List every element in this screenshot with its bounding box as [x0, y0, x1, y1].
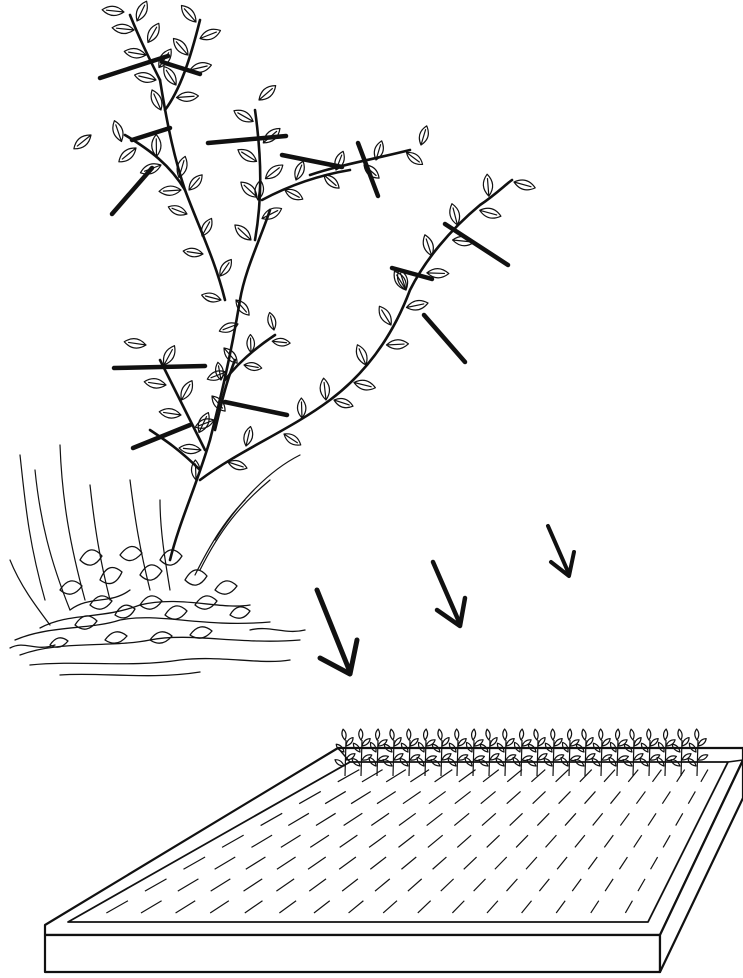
leaf	[201, 291, 222, 304]
leaf	[232, 107, 256, 126]
leaf	[483, 174, 494, 197]
leaf	[266, 312, 278, 331]
leaf	[513, 178, 537, 193]
propagation-bed	[45, 729, 743, 972]
leaf	[243, 361, 262, 372]
leaf	[233, 297, 252, 318]
leaf	[186, 172, 205, 193]
leaf	[235, 146, 259, 166]
leaf	[404, 149, 425, 168]
leaf	[195, 411, 213, 435]
leaf	[102, 5, 125, 16]
leaf	[353, 378, 377, 392]
leaf	[282, 430, 303, 448]
leaf	[406, 298, 429, 312]
leaf	[272, 337, 291, 346]
leaf	[144, 377, 167, 389]
leaf	[124, 47, 147, 60]
bed-front-board	[45, 935, 660, 972]
cut-marks	[100, 56, 508, 448]
leaf	[256, 82, 279, 103]
cut-mark	[424, 315, 465, 362]
arrow-small	[548, 526, 574, 576]
leaf	[260, 204, 284, 222]
leaf	[333, 396, 355, 410]
cut-mark	[133, 425, 190, 448]
base-leaf-cluster	[50, 546, 250, 647]
leaf	[71, 131, 94, 152]
leaf	[375, 304, 394, 328]
leaf	[297, 398, 306, 418]
leaf	[110, 119, 126, 143]
leaf	[116, 144, 139, 165]
leaf	[144, 21, 163, 45]
cut-mark	[445, 224, 508, 265]
leaf	[214, 362, 225, 381]
leaf	[263, 161, 286, 182]
base-grass	[10, 445, 300, 625]
leaf	[159, 185, 182, 196]
leaf	[124, 337, 147, 349]
arrow-medium	[433, 562, 465, 626]
leaf	[159, 407, 182, 419]
leaf	[178, 2, 199, 25]
leaf	[319, 378, 331, 401]
leaf	[478, 206, 502, 221]
leaf	[176, 91, 199, 102]
leaf	[386, 339, 408, 349]
cut-mark	[282, 155, 342, 167]
leaf	[217, 257, 235, 278]
transfer-arrows	[317, 526, 574, 674]
leaf	[417, 125, 431, 147]
cut-mark	[225, 402, 287, 415]
cut-mark	[132, 128, 170, 140]
shrub	[10, 0, 536, 676]
leaf	[242, 426, 255, 447]
leaf	[133, 0, 151, 23]
cut-mark	[112, 168, 152, 214]
arrow-large	[317, 590, 357, 674]
leaf	[112, 23, 135, 34]
leaf	[170, 35, 191, 58]
leaf	[183, 247, 204, 258]
leaf	[198, 26, 222, 43]
cut-mark	[114, 366, 205, 368]
leaf	[232, 222, 254, 244]
leaf	[167, 203, 189, 218]
leaf	[292, 160, 307, 182]
leaf	[134, 70, 158, 84]
